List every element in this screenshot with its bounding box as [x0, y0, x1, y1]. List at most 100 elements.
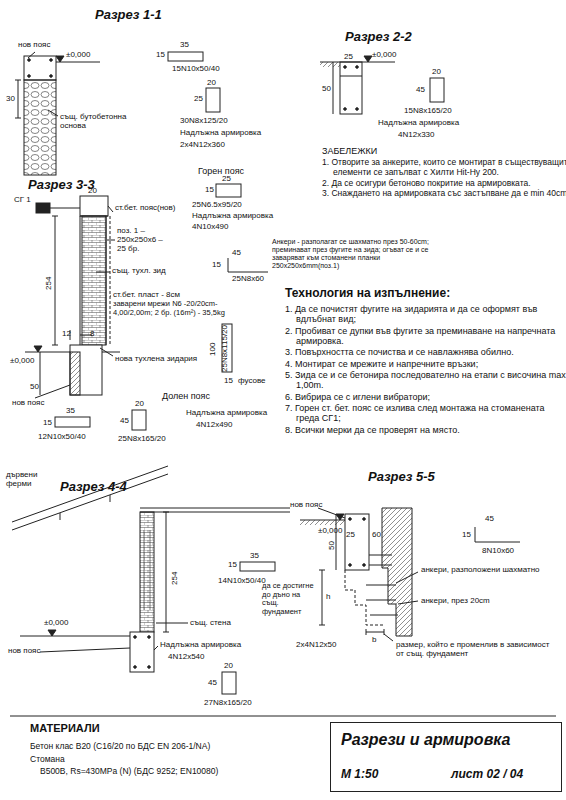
drawing-label: ст.бет. пояс(нов) [115, 203, 175, 212]
drawing-label: ±0,000 [318, 526, 342, 535]
drawing-label: дървени ферми [6, 470, 46, 488]
drawing-label: 4N12x540 [168, 652, 204, 661]
drawing-label: 20 [224, 661, 233, 670]
drawing-label: ±0,000 [44, 618, 68, 627]
drawing-label: анкери, през 20cm [421, 596, 490, 605]
drawing-label: фусове [238, 376, 266, 385]
drawing-label: 25 [346, 530, 355, 539]
drawing-label: ст.бет. пласт - 8см [113, 290, 180, 299]
title-block: Разрези и армировка М 1:50 лист 02 / 04 [330, 722, 562, 792]
drawing-label: нов пояс [290, 500, 322, 509]
drawing-label: 20 [135, 399, 144, 408]
drawing-label: B500B, Rs=430MPa (N) (БДС 9252; EN10080) [40, 767, 218, 777]
drawing-label: ±0,000 [372, 50, 396, 59]
drawing-label: Разрез 4-4 [60, 480, 127, 495]
drawing-label: да се достигне до дъно на същ. фундамент [262, 582, 317, 617]
drawing-label: 4N12x330 [398, 130, 434, 139]
drawing-label: 2. Да се осигури бетоново покритие на ар… [322, 179, 566, 189]
drawing-label: 1. Да се почистят фугите на зидарията и … [285, 304, 566, 325]
drawing-label: 15N8x165/20 [404, 106, 452, 115]
drawing-label: 2x4N12x360 [180, 140, 225, 149]
drawing-label: 25N8x60 [232, 274, 264, 283]
drawing-label: 15 [228, 560, 237, 569]
drawing-label: 45 [416, 85, 425, 94]
drawing-label: 1. Отворите за анкерите, които се монтир… [322, 158, 566, 178]
drawing-label: Горен пояс [198, 166, 244, 176]
drawing-label: МАТЕРИАЛИ [30, 722, 100, 735]
title-text: Разрези и армировка [341, 731, 511, 749]
drawing-label: 15 [212, 260, 221, 269]
drawing-label: същ. стена [190, 618, 231, 627]
drawing-label: 254 [44, 277, 53, 290]
drawing-label: 25N8x115/20 [220, 325, 229, 372]
drawing-label: Технология на изпълнение: [285, 287, 450, 301]
drawing-label: Надлъжна армировка [160, 640, 241, 649]
drawing-label: 30 [6, 94, 15, 103]
drawing-label: 50 [30, 382, 39, 391]
drawing-label: Разрез 2-2 [345, 30, 412, 45]
drawing-label: 50 [327, 541, 336, 550]
drawing-label: 25N8x165/20 [118, 434, 166, 443]
drawing-label: Надлъжна армировка [378, 118, 459, 127]
drawing-label: ЗАБЕЛЕЖКИ [322, 146, 377, 156]
drawing-label: 50 [322, 84, 331, 93]
drawing-label: 20 [88, 186, 97, 195]
drawing-label: 25 [344, 52, 353, 61]
drawing-label: 15 [156, 50, 165, 59]
drawing-label: 7. Горен ст. бет. пояс се излива след мо… [285, 403, 566, 424]
drawing-label: 254 [170, 572, 179, 585]
drawing-label: 25N6.5x95/20 [192, 200, 242, 209]
drawing-label: 4N10x490 [192, 222, 228, 231]
drawing-label: същ. тухл. зид [112, 266, 166, 275]
drawing-label: Разрез 3-3 [28, 178, 95, 193]
title-text: М 1:50 [341, 767, 378, 781]
drawing-label: Надлъжна армировка [192, 211, 273, 220]
drawing-label: Анкери - разполагат се шахматно през 50-… [272, 238, 437, 270]
drawing-label: 12N10x50/40 [38, 432, 86, 441]
drawing-label: 8N10x60 [482, 546, 514, 555]
drawing-label: заварени мрежи N6 -20/20cm-4,00/2,00m; 2… [113, 300, 231, 317]
drawing-label: 60 [372, 530, 381, 539]
drawing-label: Надлъжна армировка [186, 408, 267, 417]
drawing-label: 15 [224, 376, 233, 385]
drawing-label: 4N12x490 [196, 420, 232, 429]
drawing-label: Разрез 1-1 [95, 8, 162, 23]
drawing-label: 4. Монтират се мрежите и напречните връз… [285, 359, 566, 369]
drawing-label: ±0,000 [10, 356, 34, 365]
drawing-label: нов пояс [8, 646, 40, 655]
drawing-label: 8. Всички мерки да се проверят на място. [285, 425, 566, 435]
drawing-label: 35 [180, 40, 189, 49]
drawing-label: Разрез 5-5 [368, 470, 435, 485]
drawing-label: b [372, 635, 376, 644]
drawing-label: 20 [432, 67, 441, 76]
title-text: лист 02 / 04 [451, 767, 523, 781]
drawing-label: 15 [43, 418, 52, 427]
drawing-label: 45 [208, 678, 217, 687]
drawing-label: СГ 1 [14, 195, 31, 204]
drawing-label: 100 [208, 343, 217, 356]
drawing-label: 25 [194, 94, 203, 103]
drawing-label: нов пояс [12, 398, 44, 407]
drawing-label: 27N8x165/20 [204, 698, 252, 707]
drawing-label: ±0,000 [66, 50, 90, 59]
drawing-label: размер, който е променлив в зависимост о… [396, 640, 556, 658]
drawing-label: 15 [462, 530, 471, 539]
drawing-label: 15 [205, 185, 214, 194]
drawing-label: нова тухлена зидария [115, 354, 197, 363]
drawing-label: 45 [120, 416, 129, 425]
drawing-label: Долен пояс [162, 391, 210, 401]
drawing-label: 20 [207, 78, 216, 87]
drawing-label: 14N10x50/40 [218, 576, 266, 585]
drawing-label: нов пояс [18, 40, 50, 49]
drawing-label: поз. 1 – 250x250x6 – 25 бр. [117, 226, 173, 254]
drawing-label: h [326, 592, 330, 601]
drawing-label: 12 [62, 329, 71, 338]
drawing-label: 25 [222, 174, 231, 183]
drawing-label: 15N10x50/40 [172, 64, 220, 73]
drawing-label: 3. Снаждането на армировката със застъпв… [322, 189, 566, 199]
drawing-label: 2. Пробиват се дупки във фугите за преми… [285, 326, 566, 347]
drawing-label: 8 [90, 329, 94, 338]
drawing-label: 45 [232, 248, 241, 257]
drawing-label: 6. Вибрира се с иглени вибратори; [285, 392, 566, 402]
